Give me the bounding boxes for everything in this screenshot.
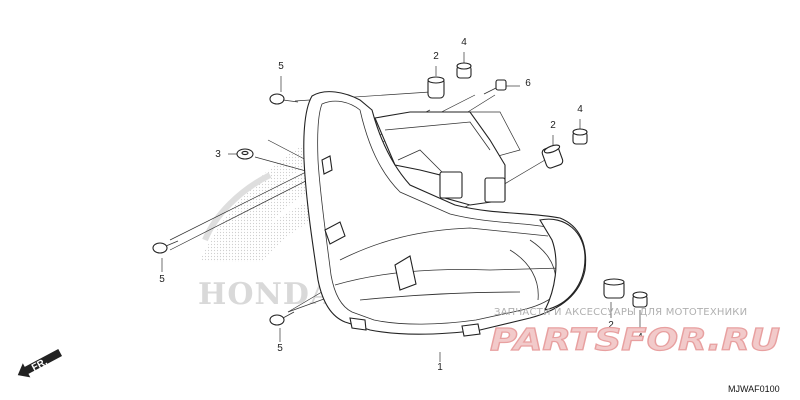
collar-part-4a [456,62,472,79]
bolt-part-5b [152,240,179,254]
front-direction-arrow: FR. [17,348,63,378]
callout-c5c: 5 [277,343,283,354]
honda-wing-logo: HONDA [198,130,334,312]
collar-part-4b [572,128,588,145]
callout-c5b: 5 [159,274,165,285]
honda-logo-text: HONDA [198,277,334,312]
headlight-assembly [303,91,587,337]
callout-c1: 1 [437,362,443,373]
watermark-logo: PARTSFOR.RU [490,323,780,358]
watermark-caption: ЗАПЧАСТИ И АКСЕССУАРЫ ДЛЯ МОТОТЕХНИКИ [494,307,747,318]
diagram-code: MJWAF0100 [728,384,780,394]
callout-c3: 3 [215,149,221,160]
callout-c4b: 4 [577,104,583,115]
callout-c4c: 4 [637,332,643,343]
collar-part-4c [632,291,648,308]
washer-part-3 [236,148,254,160]
watermark-logo-fill: PARTSFOR.RU [490,323,780,358]
callout-labels: 1 2 2 2 3 4 4 4 5 5 5 6 [159,37,643,373]
callout-c2a: 2 [433,51,439,62]
watermark: ЗАПЧАСТИ И АКСЕССУАРЫ ДЛЯ МОТОТЕХНИКИ PA… [489,307,780,359]
grommet-part-2b [541,144,564,169]
callout-c2c: 2 [608,320,614,331]
callout-c5a: 5 [278,61,284,72]
callout-c4a: 4 [461,37,467,48]
bolt-part-5a [269,93,299,105]
callout-c6: 6 [525,78,531,89]
grommet-part-2a [427,76,445,99]
screw-part-6 [483,79,507,95]
callout-c2b: 2 [550,120,556,131]
bolt-part-5c [269,311,295,326]
grommet-part-2c [603,278,625,299]
